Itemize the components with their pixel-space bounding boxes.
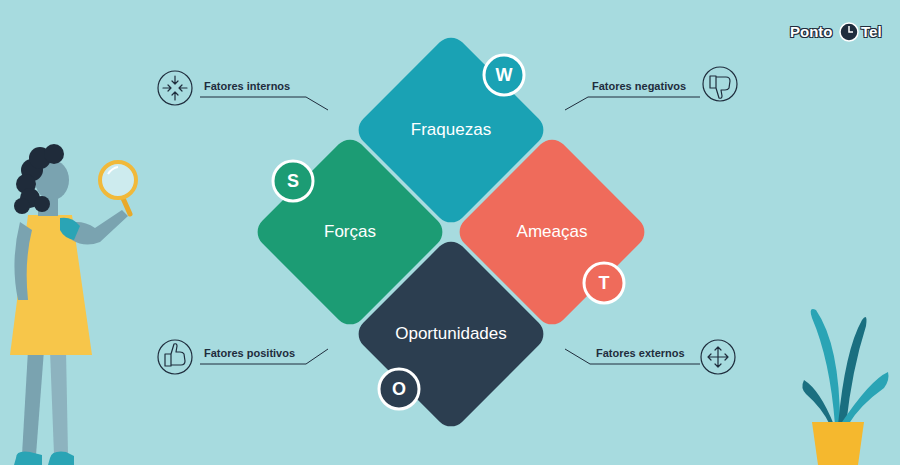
quadrant-label: Forças [324, 222, 376, 242]
swot-diamond: OportunidadesO [351, 234, 551, 434]
letter-badge: S [271, 159, 315, 203]
logo-clock [840, 23, 858, 41]
thumbs-down-icon [703, 67, 737, 101]
quadrant-label: Ameaças [517, 222, 588, 242]
inward-arrows-icon [158, 71, 192, 105]
swot-letter: W [496, 65, 513, 86]
badge-fill [273, 161, 313, 201]
factor-label: Fatores externos [596, 347, 685, 359]
swot-letter: S [287, 171, 299, 192]
badge-fill [484, 55, 524, 95]
badge-fill [584, 263, 624, 303]
letter-badge: T [582, 261, 626, 305]
quadrant-label: Oportunidades [395, 324, 507, 344]
swot-letter: T [599, 273, 610, 294]
badge-fill [379, 369, 419, 409]
letter-badge: O [377, 367, 421, 411]
plant [802, 309, 888, 465]
factor-label: Fatores internos [204, 80, 290, 92]
swot-letter: O [392, 379, 406, 400]
letter-badge: W [482, 53, 526, 97]
logo-text: Ponto [790, 23, 833, 40]
thumbs-up-icon [158, 340, 192, 374]
factor-label: Fatores negativos [592, 80, 686, 92]
diamond-fill [352, 235, 550, 433]
factor-label: Fatores positivos [204, 347, 295, 359]
woman-figure [10, 144, 136, 465]
quadrant-label: Fraquezas [411, 120, 491, 140]
outward-arrows-icon [701, 340, 735, 374]
logo-text: Tel [861, 23, 882, 40]
